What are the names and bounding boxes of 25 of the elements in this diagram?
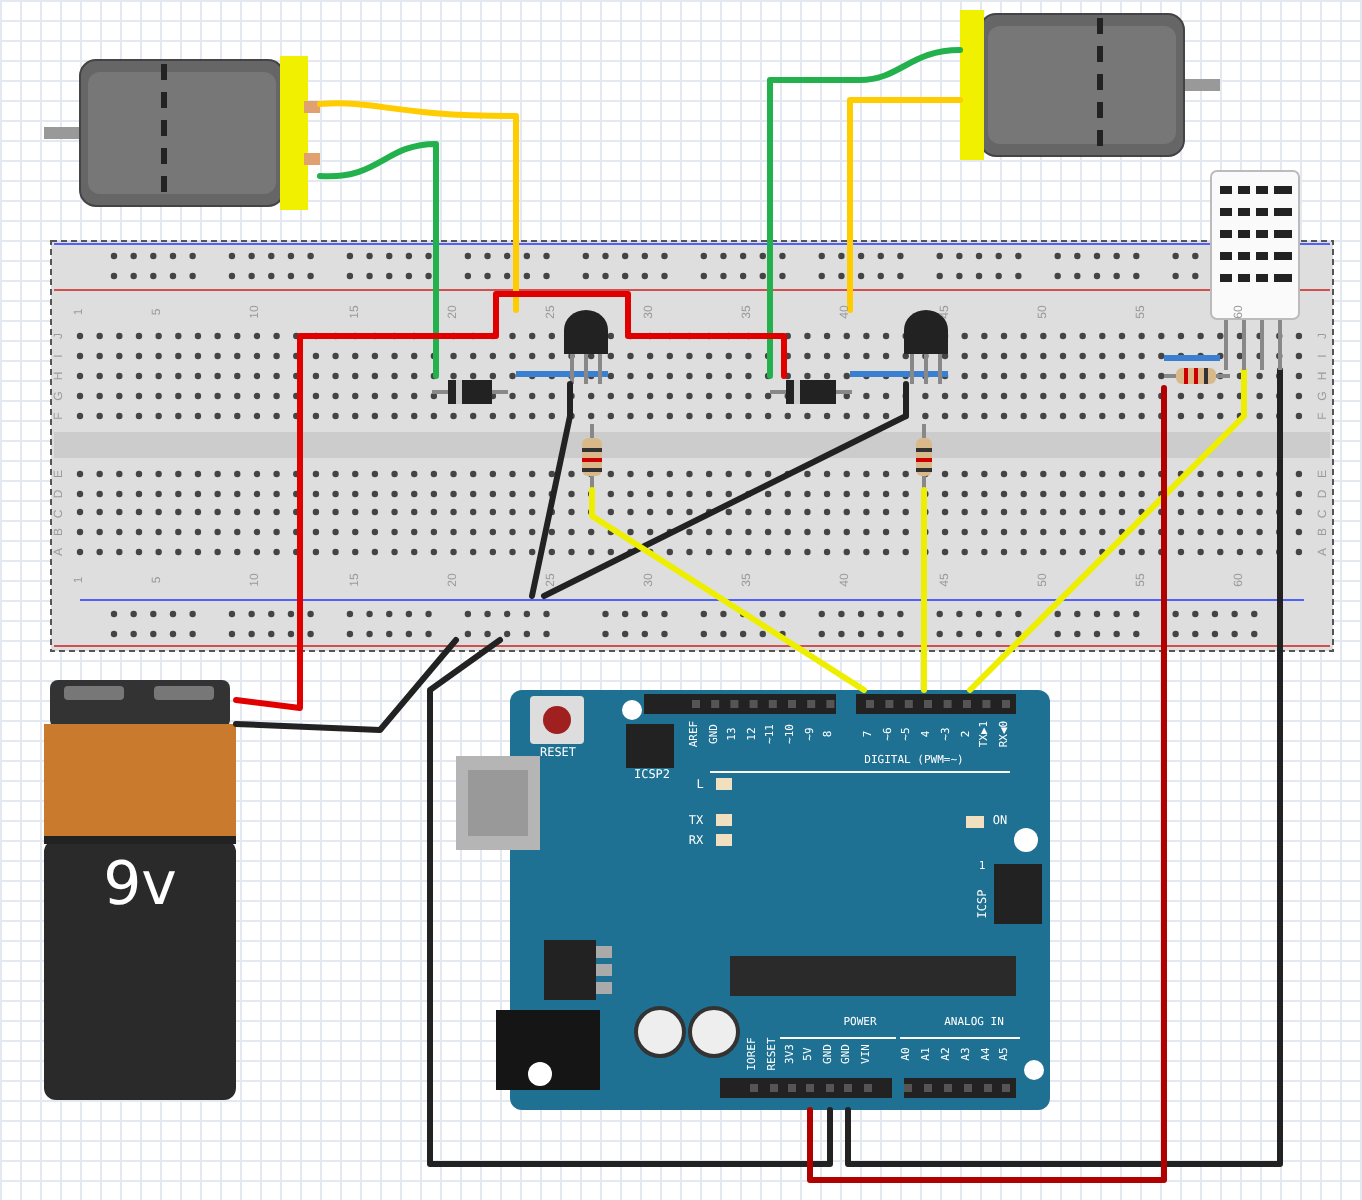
wire	[529, 381, 573, 599]
wire	[233, 637, 459, 733]
resistor-drawing	[580, 424, 604, 490]
wire	[541, 381, 909, 599]
wire	[847, 97, 963, 313]
wire	[807, 385, 1167, 1183]
motor-drawing	[960, 10, 1220, 160]
wire	[845, 367, 1283, 1167]
wire	[921, 487, 927, 693]
wire	[767, 47, 963, 379]
wire	[967, 367, 1247, 693]
sensor-drawing	[1210, 170, 1300, 370]
ground-rail	[400, 596, 580, 640]
wire	[589, 487, 867, 693]
battery-label: 9v	[101, 856, 179, 916]
resistor-drawing	[914, 424, 934, 490]
motor-drawing	[44, 56, 320, 210]
microcontroller-board-drawing	[456, 690, 1050, 1110]
wire	[317, 141, 439, 379]
wire	[317, 100, 519, 313]
diode-drawing	[428, 376, 512, 408]
wire	[427, 637, 833, 1167]
diode-drawing	[766, 376, 856, 408]
wire	[233, 291, 787, 711]
resistor-drawing	[1160, 352, 1232, 388]
